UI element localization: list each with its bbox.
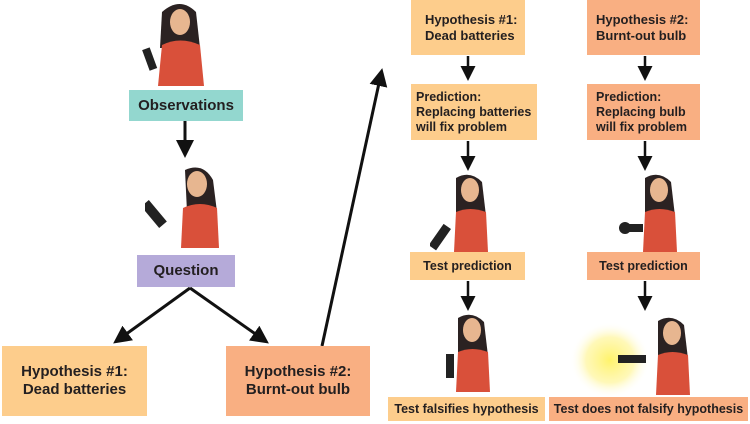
col2-hypothesis-box: Hypothesis #2:Burnt-out bulb — [587, 0, 700, 55]
col1-hypothesis-box: Hypothesis #1:Dead batteries — [411, 0, 525, 55]
test-label: Test prediction — [423, 258, 512, 273]
hypothesis-2-box: Hypothesis #2:Burnt-out bulb — [226, 346, 370, 416]
woman-figure-dead-flashlight — [446, 314, 490, 392]
observations-box: Observations — [129, 90, 243, 121]
arrow-question-hyp2 — [189, 286, 269, 344]
arrow-to-right — [320, 68, 388, 347]
test-label: Test prediction — [599, 258, 688, 273]
prediction-title: Prediction: — [596, 89, 662, 104]
hypothesis-title: Hypothesis #2: — [244, 363, 352, 380]
hypothesis-title: Hypothesis #2: — [596, 11, 689, 27]
woman-figure-thinking — [145, 167, 219, 248]
woman-figure-bulb — [619, 174, 677, 252]
hypothesis-title: Hypothesis #1: — [425, 11, 518, 27]
prediction-text: Replacing batteries — [416, 104, 532, 119]
hypothesis-title: Hypothesis #1: — [21, 363, 128, 380]
hypothesis-text: Dead batteries — [22, 381, 127, 398]
prediction-text: Replacing bulb — [596, 104, 686, 119]
woman-figure-batteries — [430, 174, 488, 252]
prediction-title: Prediction: — [416, 89, 482, 104]
hypothesis-text: Burnt-out bulb — [245, 381, 351, 398]
hypothesis-1-box: Hypothesis #1:Dead batteries — [2, 346, 147, 416]
result-label: Test falsifies hypothesis — [394, 401, 539, 416]
result-label: Test does not falsify hypothesis — [553, 401, 744, 416]
question-box: Question — [137, 255, 235, 287]
arrow-question-hyp1 — [113, 286, 191, 344]
col2-test-prediction-box: Test prediction — [587, 252, 700, 280]
col1-result-box: Test falsifies hypothesis — [388, 397, 545, 421]
prediction-text: will fix problem — [416, 119, 507, 134]
observations-label: Observations — [138, 96, 234, 114]
prediction-text: will fix problem — [596, 119, 687, 134]
light-glow — [570, 322, 650, 398]
hypothesis-text: Dead batteries — [425, 27, 515, 43]
col1-test-prediction-box: Test prediction — [410, 252, 525, 280]
question-label: Question — [153, 262, 219, 279]
hypothesis-text: Burnt-out bulb — [596, 27, 687, 43]
col2-result-box: Test does not falsify hypothesis — [549, 397, 748, 421]
woman-figure-observing — [142, 4, 204, 86]
woman-figure-working-flashlight — [618, 317, 690, 395]
